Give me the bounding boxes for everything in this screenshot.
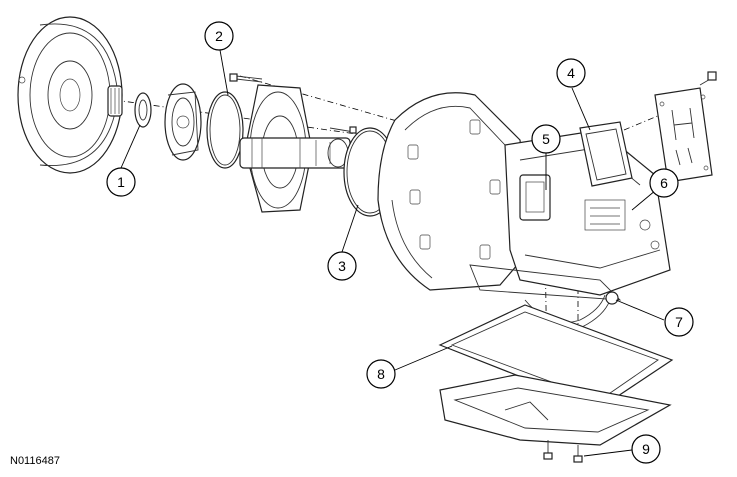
- cover-gasket: [579, 121, 633, 187]
- pump-o-ring: [206, 91, 244, 169]
- callout-5-label: 5: [542, 131, 550, 147]
- cover-axis: [599, 114, 661, 141]
- torque-converter: [17, 16, 123, 174]
- callout-9: 9: [631, 434, 661, 464]
- front-pump: [164, 83, 202, 161]
- callout-8-label: 8: [377, 366, 385, 382]
- cover-bolt: [699, 71, 717, 86]
- callout-6: 6: [649, 168, 679, 198]
- pump-housing: [239, 84, 351, 213]
- callout-4-label: 4: [567, 65, 575, 81]
- leader-lines: [120, 49, 665, 457]
- front-seal: [134, 92, 152, 128]
- callout-5: 5: [531, 124, 561, 154]
- callout-3: 3: [327, 251, 357, 281]
- figure-reference-code: N0116487: [10, 455, 60, 467]
- callout-1: 1: [106, 167, 136, 197]
- oil-pan: [439, 374, 672, 446]
- pump-o-ring-inner: [209, 94, 241, 166]
- callout-3-label: 3: [338, 258, 346, 274]
- callout-2-label: 2: [215, 28, 223, 44]
- callout-8: 8: [366, 359, 396, 389]
- callout-6-label: 6: [660, 175, 668, 191]
- callout-1-label: 1: [117, 174, 125, 190]
- callout-7: 7: [664, 307, 694, 337]
- callout-4: 4: [556, 58, 586, 88]
- housing-bolts: [229, 73, 357, 134]
- callout-2: 2: [204, 21, 234, 51]
- callout-9-label: 9: [642, 441, 650, 457]
- pan-bolts: [543, 440, 583, 463]
- cover-plate: [654, 87, 713, 183]
- transmission-case: [377, 92, 671, 301]
- callout-7-label: 7: [675, 314, 683, 330]
